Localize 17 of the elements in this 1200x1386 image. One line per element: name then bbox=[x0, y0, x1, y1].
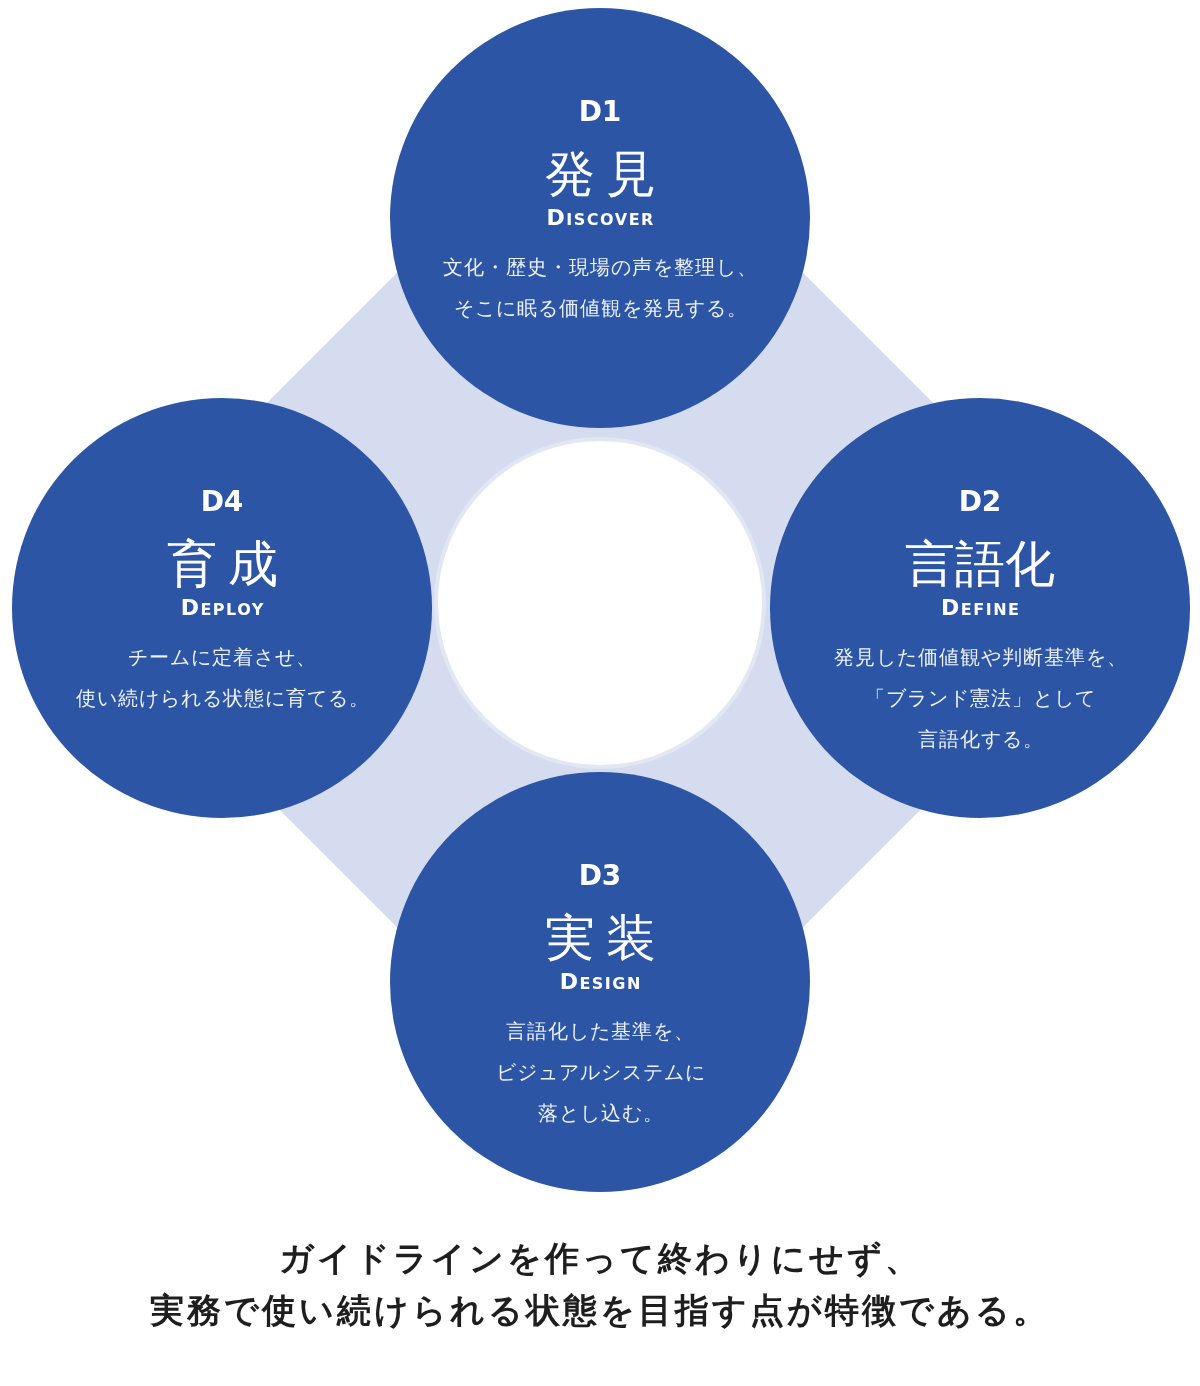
stage-number: D1 bbox=[578, 96, 622, 128]
stage-description: 言語化した基準を、ビジュアルシステムに落とし込む。 bbox=[494, 1018, 706, 1127]
stage-number: D2 bbox=[958, 486, 1002, 518]
stage-subtitle: DESIGN bbox=[558, 970, 642, 996]
stage-heading: 言語化 bbox=[905, 536, 1055, 592]
stage-description: 文化・歴史・現場の声を整理し、そこに眠る価値観を発見する。 bbox=[442, 254, 758, 322]
stage-subtitle: DEFINE bbox=[940, 596, 1021, 622]
stage-description: 発見した価値観や判断基準を、「ブランド憲法」として言語化する。 bbox=[832, 644, 1128, 753]
stage-number: D4 bbox=[200, 486, 244, 518]
stage-heading: 実装 bbox=[543, 910, 667, 966]
stage-heading: 育成 bbox=[165, 536, 289, 592]
stage-description: チームに定着させ、使い続けられる状態に育てる。 bbox=[74, 644, 370, 712]
stage-number: D3 bbox=[578, 860, 622, 892]
stage-subtitle: DEPLOY bbox=[179, 596, 265, 622]
stage-heading: 発見 bbox=[543, 146, 667, 202]
stage-subtitle: DISCOVER bbox=[545, 206, 655, 232]
caption-text: ガイドラインを作って終わりにせず、実務で使い続けられる状態を目指す点が特徴である。 bbox=[150, 1237, 1050, 1332]
